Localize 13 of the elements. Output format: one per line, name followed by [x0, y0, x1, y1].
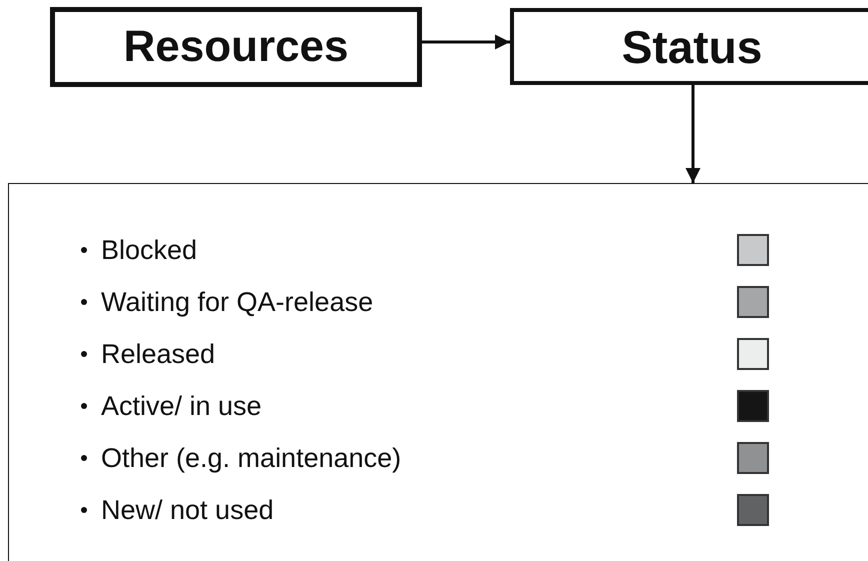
legend-label: New/ not used: [101, 494, 275, 526]
legend-label: Other (e.g. maintenance): [101, 442, 402, 474]
legend-label: Waiting for QA-release: [101, 286, 374, 318]
legend-label: Released: [101, 338, 216, 370]
process-box: [50, 7, 422, 87]
process-box: [510, 8, 868, 85]
arrow: [686, 85, 700, 183]
legend-label: Blocked: [101, 234, 198, 266]
legend-panel: [8, 183, 868, 561]
box-title: Resources: [123, 22, 348, 72]
box-title: Status: [622, 20, 762, 74]
legend-label: Active/ in use: [101, 390, 263, 422]
arrow: [422, 34, 510, 50]
